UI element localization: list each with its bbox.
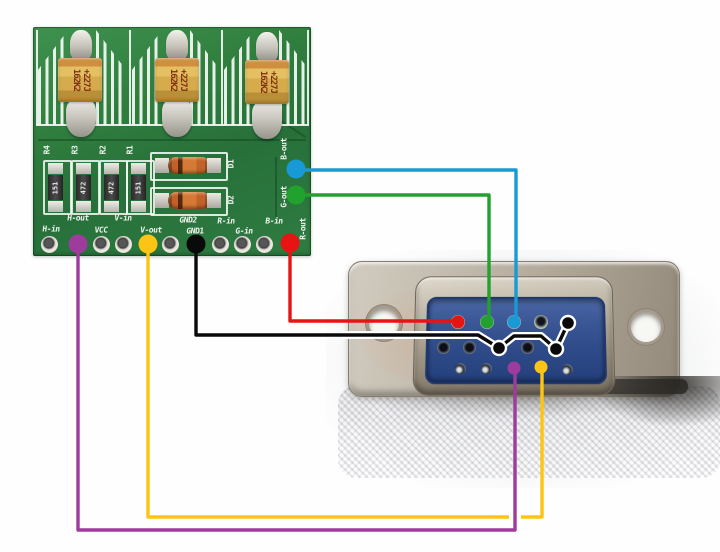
wire-red [288, 243, 458, 323]
diode-pad [155, 193, 169, 208]
resistor-pad [131, 201, 146, 212]
resistor-pad [104, 163, 119, 174]
pin-hole-11 [455, 363, 466, 374]
diode-body [168, 157, 210, 174]
pin-hole-12 [481, 363, 492, 374]
wire-yellow [146, 244, 509, 519]
wire-yellow [521, 366, 544, 519]
cap3-solder-tab-top [256, 32, 278, 62]
pcb-trace [275, 157, 277, 217]
marker-vga-pin14 [534, 360, 548, 374]
marker-vga-pin1 [451, 315, 465, 329]
cap1-solder-tab-top [70, 30, 92, 60]
marker-pcb-g-out [286, 185, 306, 205]
silkscreen-line [307, 30, 309, 125]
diode-body [168, 192, 210, 209]
diode-pad [207, 193, 221, 208]
marker-vga-pin8-gnd [490, 339, 508, 357]
wire-purple [76, 244, 517, 532]
marker-vga-pin3 [507, 315, 521, 329]
marker-vga-pin13 [507, 361, 521, 375]
cap2-solder-tab-bottom [162, 99, 192, 137]
diode-d2 [150, 187, 228, 216]
silkscreen-line [36, 30, 38, 125]
pcb-pad-h-in [41, 236, 58, 253]
pcb-pad-gnd2 [162, 236, 179, 253]
marker-vga-pin5-gnd [559, 314, 577, 332]
pcb-pad-g-in [234, 236, 251, 253]
resistor-pad [76, 201, 91, 212]
pin-hole-9 [521, 341, 534, 354]
diode-d1 [150, 152, 228, 181]
resistor-pad [131, 163, 146, 174]
wire-black [194, 244, 344, 337]
resistor-chip: 472 [104, 175, 119, 200]
pin-hole-15 [562, 364, 573, 375]
pcb-pad-r-in [212, 236, 229, 253]
wire-blue [296, 168, 518, 322]
mount-hole-right [631, 312, 661, 342]
pin-hole-7 [463, 341, 476, 354]
diode-pad [155, 158, 169, 173]
resistor-chip: 151 [131, 175, 146, 200]
marker-pcb-r-out [280, 233, 300, 253]
marker-vga-pin10-gnd [547, 340, 565, 358]
silkscreen-line [221, 30, 223, 125]
pcb-trace [38, 139, 306, 141]
diode-pad [207, 158, 221, 173]
pin-hole-4 [534, 315, 548, 329]
resistor-chip: 151 [48, 175, 63, 200]
pin-hole-6 [437, 341, 450, 354]
resistor-pad [48, 163, 63, 174]
cap2-solder-tab-top [166, 30, 188, 60]
pcb-pad-v-in [115, 236, 132, 253]
wire-green [296, 193, 491, 322]
marker-pcb-gnd1 [186, 234, 206, 254]
pcb-pad-vcc [93, 236, 110, 253]
marker-pcb-h-out [68, 234, 88, 254]
resistor-pad [104, 201, 119, 212]
cap3-solder-tab-bottom [252, 101, 282, 139]
marker-vga-pin2 [480, 315, 494, 329]
resistor-chip: 472 [76, 175, 91, 200]
marker-pcb-b-out [286, 159, 306, 179]
resistor-pad [48, 201, 63, 212]
marker-pcb-v-out [138, 234, 158, 254]
silkscreen-line [129, 30, 131, 125]
pcb-pad-b-in [256, 236, 273, 253]
cap1-solder-tab-bottom [66, 99, 96, 137]
resistor-pad [76, 163, 91, 174]
